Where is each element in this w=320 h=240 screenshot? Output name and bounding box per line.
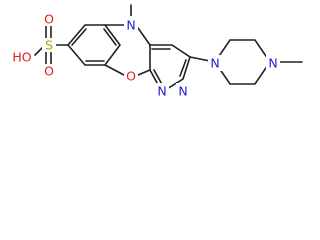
sulfur-atom: S xyxy=(45,38,53,53)
hydroxyl-group: HO xyxy=(12,50,31,65)
ring-oxygen: O xyxy=(126,69,136,84)
bond-n-c4a xyxy=(137,27,151,46)
bond-aryl-o xyxy=(104,64,125,76)
bond-s-oh xyxy=(34,47,43,56)
bond-o-c10a xyxy=(137,69,151,76)
pyridazine-double-2 xyxy=(179,59,187,77)
chemical-structure-diagram: O S O HO N O N N N N xyxy=(10,4,303,99)
atom-labels: O S O HO N O N N N N xyxy=(10,12,280,99)
piperazine-ring xyxy=(214,39,271,85)
benzene-double-2 xyxy=(103,28,117,46)
ring-nitrogen-methyl: N xyxy=(126,18,135,33)
sulfonyl-oxygen-top: O xyxy=(44,12,54,27)
benzene-double-1 xyxy=(71,28,87,46)
bonds xyxy=(34,4,303,94)
sulfonyl-oxygen-bottom: O xyxy=(44,64,54,79)
pyridazine-nitrogen-1: N xyxy=(157,84,166,99)
pyridazine-nitrogen-2: N xyxy=(178,84,187,99)
piperazine-nitrogen-4: N xyxy=(268,56,277,71)
piperazine-nitrogen-1: N xyxy=(210,56,219,71)
benzene-ring xyxy=(67,24,121,66)
